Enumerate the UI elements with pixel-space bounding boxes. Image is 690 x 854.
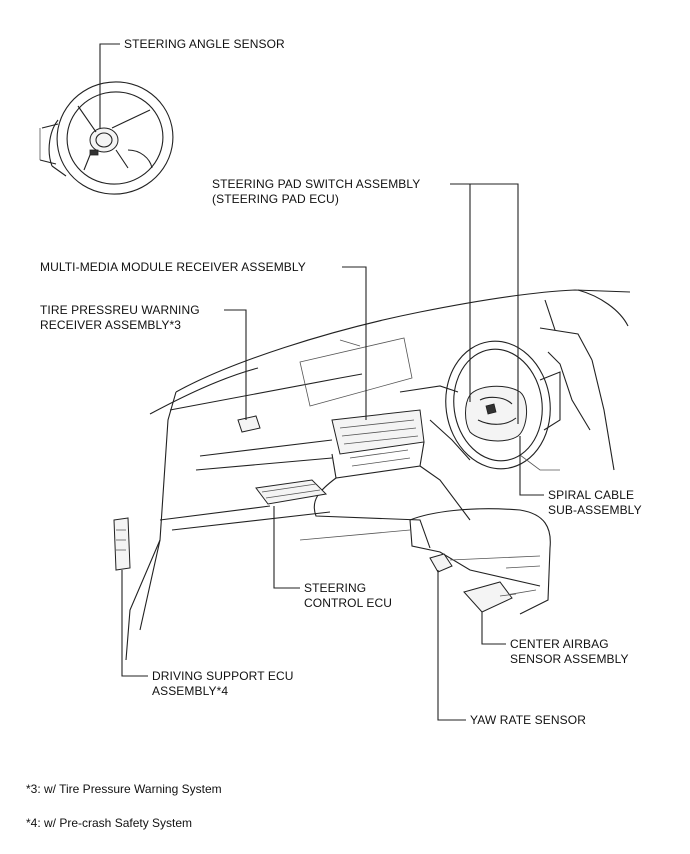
label-steering-control-line1: STEERING [304,581,367,595]
dashboard-illustration [113,289,631,661]
label-multimedia-module-receiver: MULTI-MEDIA MODULE RECEIVER ASSEMBLY [40,260,306,274]
label-steering-angle-sensor: STEERING ANGLE SENSOR [124,37,285,51]
label-steering-pad-switch-assembly: STEERING PAD SWITCH ASSEMBLY [212,177,421,191]
label-steering-control-line2: CONTROL ECU [304,596,392,610]
footnote-tire-pressure: *3: w/ Tire Pressure Warning System [26,782,222,796]
label-tire-pressure-warning-line1: TIRE PRESSREU WARNING [40,303,200,317]
label-center-airbag-line2: SENSOR ASSEMBLY [510,652,629,666]
label-spiral-cable-line2: SUB-ASSEMBLY [548,503,642,517]
label-center-airbag-line1: CENTER AIRBAG [510,637,609,651]
leader-lines [99,43,544,721]
label-tire-pressure-warning-line2: RECEIVER ASSEMBLY*3 [40,318,182,332]
label-driving-support-line2: ASSEMBLY*4 [152,684,229,698]
label-spiral-cable-line1: SPIRAL CABLE [548,488,635,502]
label-yaw-rate-sensor: YAW RATE SENSOR [470,713,586,727]
footnote-pre-crash: *4: w/ Pre-crash Safety System [26,816,193,830]
label-driving-support-line1: DRIVING SUPPORT ECU [152,669,294,683]
steering-wheel-small-illustration [39,81,174,195]
steering-wheel-large-illustration [445,340,561,471]
label-steering-pad-ecu: (STEERING PAD ECU) [212,192,339,206]
